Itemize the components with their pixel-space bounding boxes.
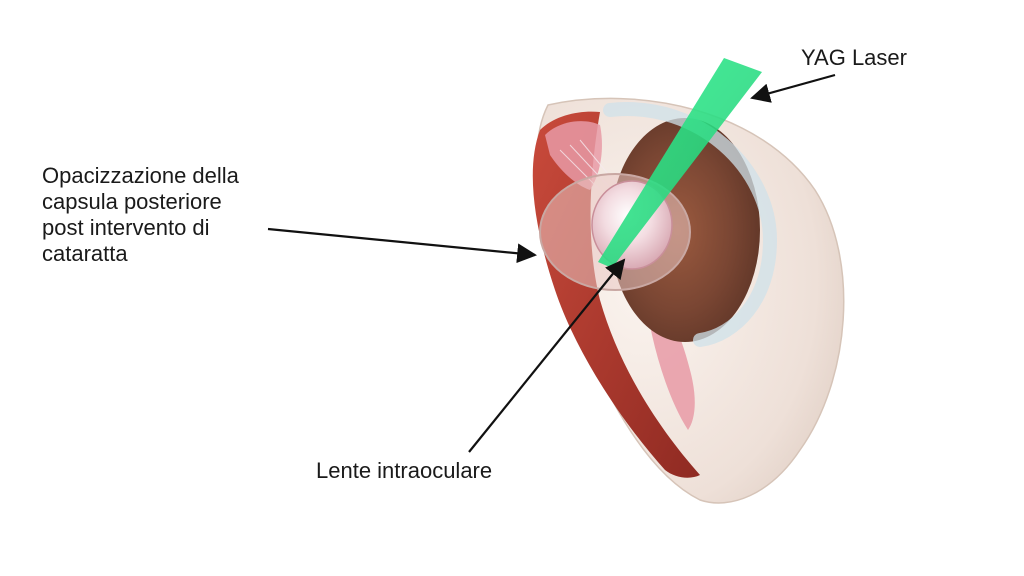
label-line: capsula posteriore	[42, 189, 239, 215]
label-intraocular-lens: Lente intraoculare	[316, 458, 492, 484]
label-line: post intervento di	[42, 215, 239, 241]
arrow-icon	[752, 75, 835, 98]
label-line: Opacizzazione della	[42, 163, 239, 189]
label-posterior-capsule-opacification: Opacizzazione della capsula posteriore p…	[42, 163, 239, 267]
label-yag-laser: YAG Laser	[801, 45, 907, 71]
label-line: cataratta	[42, 241, 239, 267]
arrow-icon	[268, 229, 535, 255]
